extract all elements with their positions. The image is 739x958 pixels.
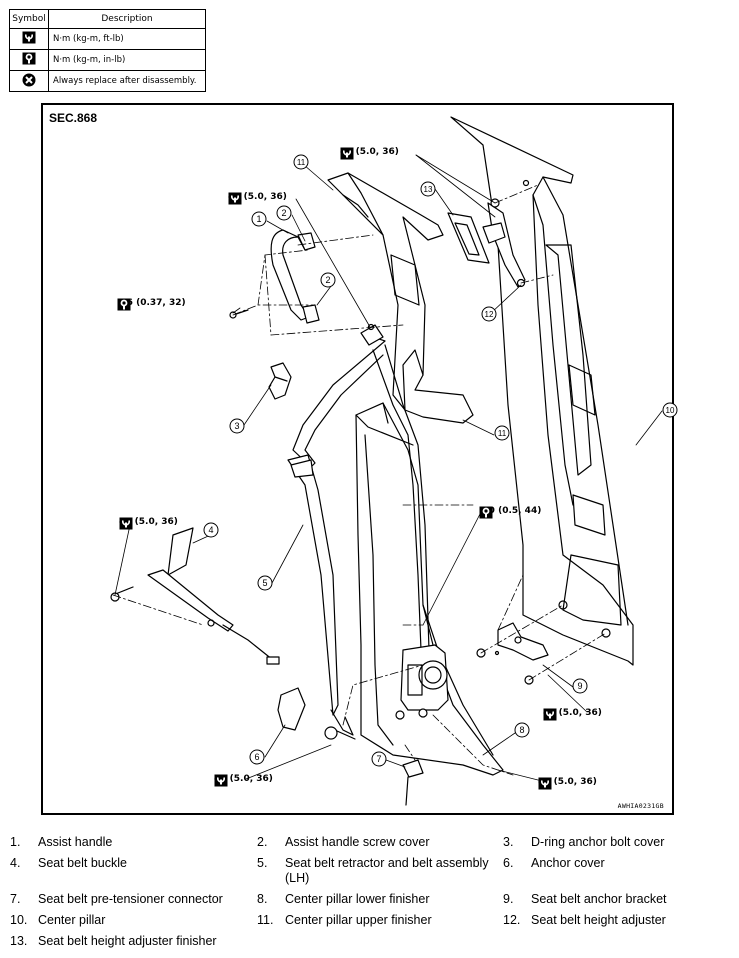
callout-12: 12	[481, 306, 497, 322]
assist-handle	[270, 229, 320, 324]
svg-text:2: 2	[281, 208, 286, 218]
torque-value: 49 (5.0, 36)	[340, 147, 399, 157]
svg-text:5: 5	[262, 578, 267, 588]
list-item: 11.Center pillar upper finisher	[257, 913, 432, 927]
list-item: 1.Assist handle	[10, 835, 113, 849]
legend-row: Always replace after disassembly.	[9, 70, 206, 92]
svg-text:11: 11	[498, 429, 507, 438]
torque-label: 49 (5.0, 36)	[340, 147, 399, 157]
torque-wrench-icon	[538, 777, 552, 790]
pretensioner-connector	[402, 759, 424, 806]
list-item: 2.Assist handle screw cover	[257, 835, 430, 849]
torque-label: 49 (5.0, 36)	[228, 192, 287, 202]
torque-value: 49 (5.0, 36)	[228, 192, 287, 202]
svg-text:6: 6	[254, 752, 259, 762]
list-item: 6.Anchor cover	[503, 856, 605, 870]
torque-wrench-icon	[119, 517, 133, 530]
callout-7: 7	[371, 751, 387, 767]
list-item: 4.Seat belt buckle	[10, 856, 127, 870]
svg-text:3: 3	[234, 421, 239, 431]
torque-wrench-icon	[340, 147, 354, 160]
svg-text:1: 1	[256, 214, 261, 224]
list-item: 13.Seat belt height adjuster finisher	[10, 934, 217, 948]
height-adjuster-parts	[447, 198, 526, 288]
list-item: 5.Seat belt retractor and belt assembly …	[257, 856, 489, 885]
svg-text:10: 10	[666, 406, 675, 415]
torque-wrench-icon	[22, 31, 36, 44]
torque-value: 49 (5.0, 36)	[538, 777, 597, 787]
torque-label: 5.0 (0.5, 44)	[479, 506, 541, 516]
callout-13: 13	[420, 181, 436, 197]
list-item: 8.Center pillar lower finisher	[257, 892, 430, 906]
seat-belt-anchor-bracket	[476, 622, 549, 685]
torque-wrench-icon	[214, 774, 228, 787]
torque-label: 49 (5.0, 36)	[119, 517, 178, 527]
torque-label: 3.6 (0.37, 32)	[117, 298, 186, 308]
callout-1: 1	[251, 211, 267, 227]
always-replace-icon	[22, 73, 36, 87]
torque-value: 49 (5.0, 36)	[214, 774, 273, 784]
svg-text:12: 12	[485, 310, 494, 319]
center-pillar	[450, 116, 634, 666]
list-item: 12.Seat belt height adjuster	[503, 913, 666, 927]
seat-belt-retractor	[400, 644, 449, 718]
callout-2: 2	[276, 205, 292, 221]
torque-wrench-icon	[228, 192, 242, 205]
torque-wrench-filled-icon	[117, 298, 131, 311]
callout-10: 10	[662, 402, 678, 418]
callout-6: 6	[249, 749, 265, 765]
legend-description: Always replace after disassembly.	[48, 70, 206, 92]
svg-text:11: 11	[297, 158, 306, 167]
legend-row: N·m (kg-m, in-lb)	[9, 49, 206, 71]
torque-label: 49 (5.0, 36)	[214, 774, 273, 784]
torque-label: 49 (5.0, 36)	[543, 708, 602, 718]
callout-layer: 1 2 2 3 4 5 6 7 8 9 10 11 11 12 13	[203, 154, 678, 767]
legend-header-symbol: Symbol	[9, 9, 49, 29]
diagram-drawing	[110, 116, 663, 806]
center-pillar-lower-finisher	[355, 402, 504, 776]
list-item: 3.D-ring anchor bolt cover	[503, 835, 665, 849]
callout-3: 3	[229, 418, 245, 434]
torque-value: 49 (5.0, 36)	[119, 517, 178, 527]
torque-value: 49 (5.0, 36)	[543, 708, 602, 718]
torque-label: 49 (5.0, 36)	[538, 777, 597, 787]
assembly-lines	[112, 184, 607, 776]
legend-description: N·m (kg-m, ft-lb)	[48, 28, 206, 50]
d-ring-anchor-cover	[268, 362, 292, 400]
torque-wrench-filled-icon	[22, 52, 36, 65]
callout-5: 5	[257, 575, 273, 591]
svg-text:7: 7	[376, 754, 381, 764]
torque-value: 5.0 (0.5, 44)	[479, 506, 542, 516]
callout-4: 4	[203, 522, 219, 538]
legend-header-row: Symbol Description	[9, 9, 206, 29]
callout-11: 11	[494, 425, 510, 441]
legend-row: N·m (kg-m, ft-lb)	[9, 28, 206, 50]
callout-11: 11	[293, 154, 309, 170]
svg-text:9: 9	[577, 681, 582, 691]
seat-belt-webbing	[287, 323, 430, 740]
list-item: 10.Center pillar	[10, 913, 106, 927]
anchor-cover	[277, 687, 306, 731]
svg-text:13: 13	[424, 185, 433, 194]
reference-code: AWHIA0231GB	[617, 802, 664, 810]
exploded-diagram: SEC.868 AWHIA0231GB 1 2 2 3 4 5 6 7 8 9 …	[41, 103, 678, 815]
seat-belt-buckle	[110, 527, 280, 665]
callout-2: 2	[320, 272, 336, 288]
svg-text:4: 4	[208, 525, 213, 535]
list-item: 9.Seat belt anchor bracket	[503, 892, 667, 906]
list-item: 7.Seat belt pre-tensioner connector	[10, 892, 223, 906]
legend-header-description: Description	[48, 9, 206, 29]
section-label: SEC.868	[49, 111, 98, 125]
legend-description: N·m (kg-m, in-lb)	[48, 49, 206, 71]
torque-value: 3.6 (0.37, 32)	[117, 298, 186, 308]
symbol-legend-table: Symbol Description N·m (kg-m, ft-lb) N·m…	[9, 9, 206, 92]
torque-wrench-filled-icon	[479, 506, 493, 519]
callout-8: 8	[514, 722, 530, 738]
callout-9: 9	[572, 678, 588, 694]
svg-text:2: 2	[325, 275, 330, 285]
center-pillar-upper-finisher	[327, 172, 474, 424]
torque-wrench-icon	[543, 708, 557, 721]
svg-text:8: 8	[519, 725, 524, 735]
